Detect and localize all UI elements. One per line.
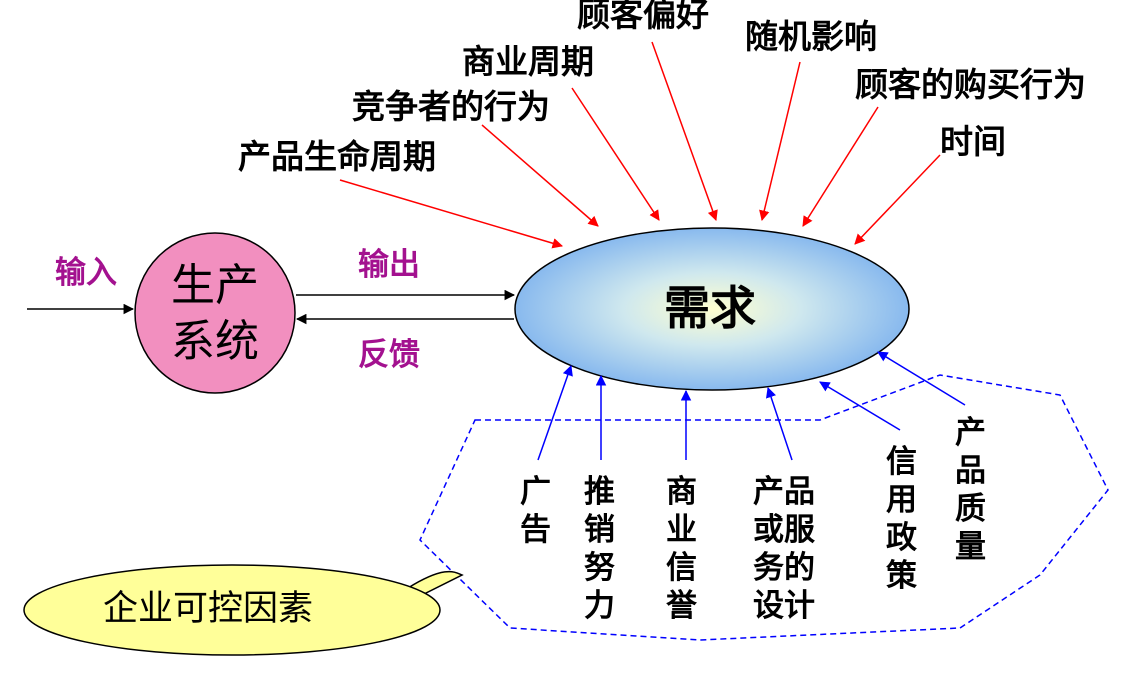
arrow-advertising <box>537 365 573 461</box>
controllable-factor-quality: 产 品 质 量 <box>955 415 986 565</box>
external-factor-competitor-behavior: 竞争者的行为 <box>352 87 550 126</box>
feedback-label: 反馈 <box>358 337 420 373</box>
external-factor-product-lifecycle: 产品生命周期 <box>238 137 436 176</box>
demand-ellipse <box>514 227 910 391</box>
arrow-time <box>854 154 941 245</box>
production-line2: 系统 <box>171 316 259 367</box>
production-line1: 生产 <box>171 260 259 311</box>
demand-label: 需求 <box>664 281 756 335</box>
arrow-credit-policy <box>819 381 901 431</box>
arrow-buying-behavior <box>802 106 879 227</box>
callout-bubble <box>406 570 464 597</box>
controllable-factor-advertising: 广 告 <box>520 474 551 548</box>
external-factor-buying-behavior: 顾客的购买行为 <box>855 65 1086 104</box>
external-factor-customer-preference: 顾客偏好 <box>577 0 709 34</box>
arrow-product-lifecycle <box>339 179 564 249</box>
arrow-random-influence <box>759 61 801 222</box>
controllable-factor-goodwill: 商 业 信 誉 <box>666 474 697 624</box>
controllable-factor-credit-policy: 信 用 政 策 <box>886 444 917 594</box>
arrow-design <box>766 387 793 461</box>
callout-label: 企业可控因素 <box>103 589 314 629</box>
production-system-label: 生产 系统 <box>145 258 285 370</box>
arrow-business-cycle <box>571 87 660 221</box>
external-factor-random-influence: 随机影响 <box>745 17 877 56</box>
arrow-quality <box>877 351 966 406</box>
callout-ellipse <box>23 564 441 656</box>
arrow-competitor-behavior <box>481 124 599 227</box>
input-label: 输入 <box>55 255 117 291</box>
output-label: 输出 <box>358 247 420 283</box>
controllable-factor-design: 产品 或服 务的 设计 <box>753 474 815 624</box>
controllable-boundary <box>419 374 1109 641</box>
production-system-circle <box>134 232 296 394</box>
external-factor-business-cycle: 商业周期 <box>462 42 594 81</box>
arrow-customer-preference <box>651 41 718 221</box>
controllable-factor-sales-effort: 推 销 努 力 <box>584 474 615 624</box>
external-factor-time: 时间 <box>940 122 1006 161</box>
